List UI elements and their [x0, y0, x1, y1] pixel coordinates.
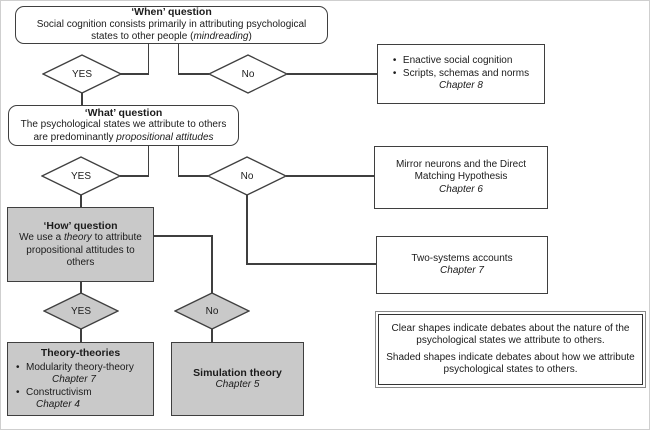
legend-box: Clear shapes indicate debates about the … [375, 311, 646, 388]
diamond-label: YES [70, 305, 91, 317]
diamond-polygon [174, 292, 250, 330]
chapter-label: Chapter 6 [439, 183, 483, 195]
bullet-icon: • [392, 67, 397, 79]
connector-line [120, 73, 149, 75]
simulation-theory-title: Simulation theory [193, 366, 282, 379]
connector-line [178, 146, 180, 177]
connector-line [287, 73, 377, 75]
diamond-shape [207, 156, 287, 196]
chapter-label: Chapter 7 [52, 374, 96, 385]
what-question-text: are predominantly propositional attitude… [33, 131, 214, 143]
diamond-label: No [241, 68, 255, 80]
decision-diamond-yes-how: YES [43, 292, 119, 330]
what-question-text: The psychological states we attribute to… [20, 119, 227, 131]
diamond-shape [43, 292, 119, 330]
legend-text-clear: Clear shapes indicate debates about the … [391, 322, 630, 347]
diamond-polygon [41, 156, 121, 196]
what-question-box: ‘What’ question The psychological states… [8, 105, 239, 146]
connector-line [80, 195, 82, 207]
what-question-title: ‘What’ question [84, 106, 163, 119]
legend-inner-box: Clear shapes indicate debates about the … [378, 314, 643, 385]
bullet-icon: • [16, 386, 20, 398]
connector-line [120, 175, 149, 177]
simulation-theory-box: Simulation theory Chapter 5 [171, 342, 304, 416]
mirror-neurons-text: Mirror neurons and the Direct [395, 158, 527, 170]
chapter-label: Chapter 7 [440, 265, 484, 276]
mirror-neurons-box: Mirror neurons and the Direct Matching H… [374, 146, 548, 209]
diamond-shape [41, 156, 121, 196]
decision-diamond-no-when: No [208, 54, 288, 94]
connector-line [211, 329, 213, 342]
list-item: •Scripts, schemas and norms [392, 67, 530, 79]
diamond-polygon [43, 292, 119, 330]
connector-line [211, 235, 213, 293]
list-item: •Constructivism [16, 386, 92, 398]
connector-line [80, 282, 82, 293]
decision-diamond-no-how: No [174, 292, 250, 330]
decision-diamond-yes-what: YES [41, 156, 121, 196]
connector-line [80, 329, 82, 342]
chapter-label: Chapter 4 [36, 399, 80, 410]
two-systems-text: Two-systems accounts [411, 252, 513, 264]
legend-text-shaded: Shaded shapes indicate debates about how… [386, 351, 635, 376]
diamond-polygon [207, 156, 287, 196]
decision-diamond-yes-when: YES [42, 54, 122, 94]
how-question-text: We use a theory to attribute proposition… [19, 232, 142, 268]
when-question-text: Social cognition consists primarily in a… [36, 18, 307, 30]
connector-line [148, 44, 150, 74]
how-question-box: ‘How’ question We use a theory to attrib… [7, 207, 154, 282]
enactive-list: •Enactive social cognition •Scripts, sch… [393, 55, 529, 80]
diamond-label: No [205, 305, 219, 317]
chapter-label: Chapter 5 [215, 379, 260, 390]
diamond-label: YES [70, 170, 91, 182]
theory-theories-box: Theory-theories •Modularity theory-theor… [7, 342, 154, 416]
when-question-title: ‘When’ question [131, 6, 212, 19]
diamond-shape [42, 54, 122, 94]
connector-line [178, 44, 180, 75]
connector-line [148, 146, 150, 176]
connector-line [246, 263, 377, 265]
diamond-label: YES [71, 68, 92, 80]
when-question-box: ‘When’ question Social cognition consist… [15, 6, 328, 44]
two-systems-box: Two-systems accounts Chapter 7 [376, 236, 548, 294]
diamond-polygon [208, 54, 288, 94]
connector-line [178, 175, 208, 177]
enactive-box: •Enactive social cognition •Scripts, sch… [377, 44, 545, 104]
bullet-icon: • [16, 361, 20, 373]
connector-line [246, 195, 248, 264]
connector-line [286, 175, 374, 177]
decision-diamond-no-what: No [207, 156, 287, 196]
connector-line [81, 93, 83, 105]
how-question-title: ‘How’ question [43, 219, 118, 232]
connector-line [178, 73, 209, 75]
list-item: •Enactive social cognition [392, 55, 513, 67]
diamond-polygon [42, 54, 122, 94]
when-question-text: states to other people (mindreading) [91, 31, 252, 43]
diamond-label: No [240, 170, 254, 182]
theory-theories-title: Theory-theories [40, 347, 121, 359]
list-item: •Modularity theory-theory [16, 361, 134, 373]
connector-line [154, 235, 213, 237]
mirror-neurons-text: Matching Hypothesis [414, 171, 508, 183]
diamond-shape [174, 292, 250, 330]
bullet-icon: • [392, 55, 397, 67]
diamond-shape [208, 54, 288, 94]
chapter-label: Chapter 8 [439, 80, 483, 92]
